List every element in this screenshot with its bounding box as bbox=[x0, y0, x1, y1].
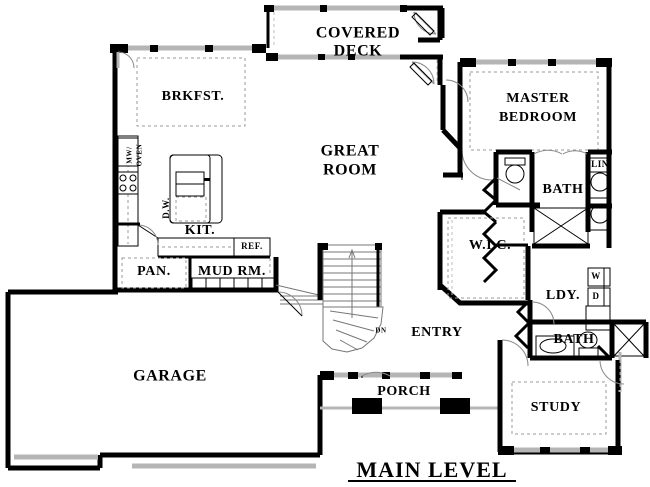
label-washer: W bbox=[591, 271, 601, 281]
label-wic: W.I.C. bbox=[469, 238, 511, 253]
pantry-mudroom-structure bbox=[115, 257, 279, 293]
walk-in-closet-structure bbox=[437, 209, 531, 306]
label-microwave-oven-line2: OVEN bbox=[136, 144, 144, 167]
label-master-bedroom-line1: MASTER bbox=[506, 91, 570, 106]
hall-bath-structure bbox=[501, 319, 649, 367]
laundry-structure bbox=[515, 267, 612, 331]
plan-title-group: MAIN LEVEL bbox=[348, 457, 516, 482]
label-master-bath: BATH bbox=[542, 182, 583, 197]
master-bedroom-area-outline bbox=[469, 71, 599, 151]
study-structure bbox=[497, 344, 625, 455]
page-title: MAIN LEVEL bbox=[356, 457, 507, 482]
entry-porch-structure bbox=[320, 340, 503, 414]
label-linen-closet: LIN bbox=[591, 159, 609, 169]
master-bedroom-structure bbox=[445, 58, 612, 185]
label-covered-deck-line2: DECK bbox=[334, 43, 383, 60]
room-labels: COVERED DECK BRKFST. MASTER BEDROOM GREA… bbox=[126, 25, 609, 416]
label-refrigerator: REF. bbox=[241, 241, 263, 251]
label-brkfst: BRKFST. bbox=[162, 89, 225, 104]
label-covered-deck-line1: COVERED bbox=[316, 25, 400, 42]
label-mud-room: MUD RM. bbox=[198, 264, 266, 279]
label-stair-down: DN bbox=[375, 327, 386, 335]
staircase bbox=[275, 243, 384, 353]
label-great-room-line2: ROOM bbox=[323, 162, 377, 179]
label-great-room-line1: GREAT bbox=[321, 143, 380, 160]
master-shower bbox=[532, 185, 612, 249]
label-microwave-oven-line1: MW/ bbox=[126, 146, 134, 164]
label-study: STUDY bbox=[531, 400, 581, 415]
label-dryer: D bbox=[592, 291, 599, 301]
label-dishwasher: D.W. bbox=[161, 197, 171, 219]
label-hall-bath: BATH bbox=[553, 332, 594, 347]
study-area-outline bbox=[511, 381, 607, 435]
door-swings bbox=[117, 51, 303, 317]
porch-column-left bbox=[352, 398, 382, 414]
label-master-bedroom-line2: BEDROOM bbox=[499, 110, 577, 125]
label-garage: GARAGE bbox=[133, 368, 207, 385]
label-entry: ENTRY bbox=[411, 325, 463, 340]
label-laundry: LDY. bbox=[546, 288, 580, 303]
kitchen-fixtures bbox=[115, 135, 271, 259]
breakfast-area-outline bbox=[136, 57, 246, 127]
label-pantry: PAN. bbox=[137, 264, 171, 279]
label-porch: PORCH bbox=[377, 384, 431, 399]
label-kitchen: KIT. bbox=[185, 223, 216, 238]
covered-deck-structure bbox=[264, 5, 445, 86]
exterior-walls bbox=[5, 44, 323, 471]
porch-column-right bbox=[440, 398, 470, 414]
